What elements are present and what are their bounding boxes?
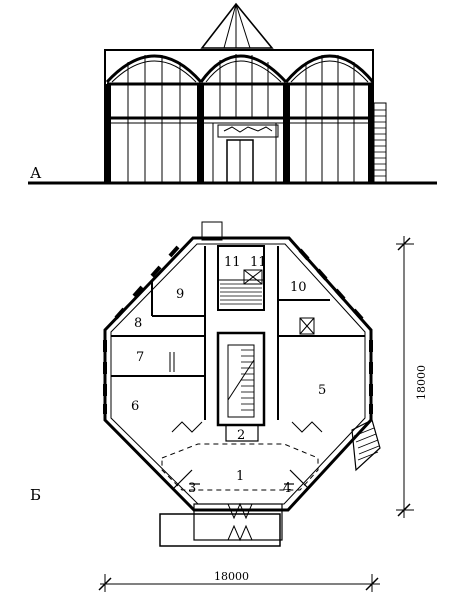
plan-side-stair — [351, 419, 381, 472]
room-number-7: 7 — [136, 350, 144, 365]
central-staircase — [216, 331, 266, 442]
room-number-6: 6 — [131, 399, 139, 414]
elevation-piers — [105, 84, 374, 183]
room-number-10: 10 — [290, 280, 307, 295]
room-number-11-left: 11 — [224, 255, 241, 270]
room-number-8: 8 — [134, 316, 142, 331]
entrance-door — [217, 124, 279, 184]
window-mullions — [127, 54, 355, 183]
dimension-vertical: 18000 — [396, 236, 428, 518]
small-rooms — [173, 469, 309, 489]
roof-pyramid — [200, 2, 274, 49]
dimension-horizontal: 18000 — [98, 570, 380, 592]
front-elevation: А — [28, 2, 437, 185]
room-number-1: 1 — [236, 469, 244, 484]
plan-octagon — [103, 236, 373, 512]
plan-entrance — [159, 502, 283, 547]
dimension-vertical-value: 18000 — [415, 365, 428, 400]
plan-label: Б — [30, 486, 41, 504]
plan-core — [201, 221, 265, 311]
plan-doors — [171, 421, 323, 433]
interior-walls — [111, 246, 365, 420]
hall-boundary — [161, 443, 319, 491]
room-number-2: 2 — [237, 428, 245, 443]
room-number-11-right: 11 — [250, 255, 267, 270]
side-staircase — [373, 102, 387, 184]
room-number-5: 5 — [318, 383, 326, 398]
elevation-label: А — [30, 164, 42, 182]
room-number-3: 3 — [188, 481, 196, 496]
room-number-9: 9 — [176, 287, 184, 302]
plan-window-marks — [103, 245, 373, 414]
dimension-horizontal-value: 18000 — [214, 570, 249, 583]
floor-plan: 1 2 3 4 5 6 7 8 9 10 11 11 Б — [30, 221, 381, 547]
elevation-arches — [105, 54, 375, 84]
room-number-4: 4 — [283, 481, 291, 496]
